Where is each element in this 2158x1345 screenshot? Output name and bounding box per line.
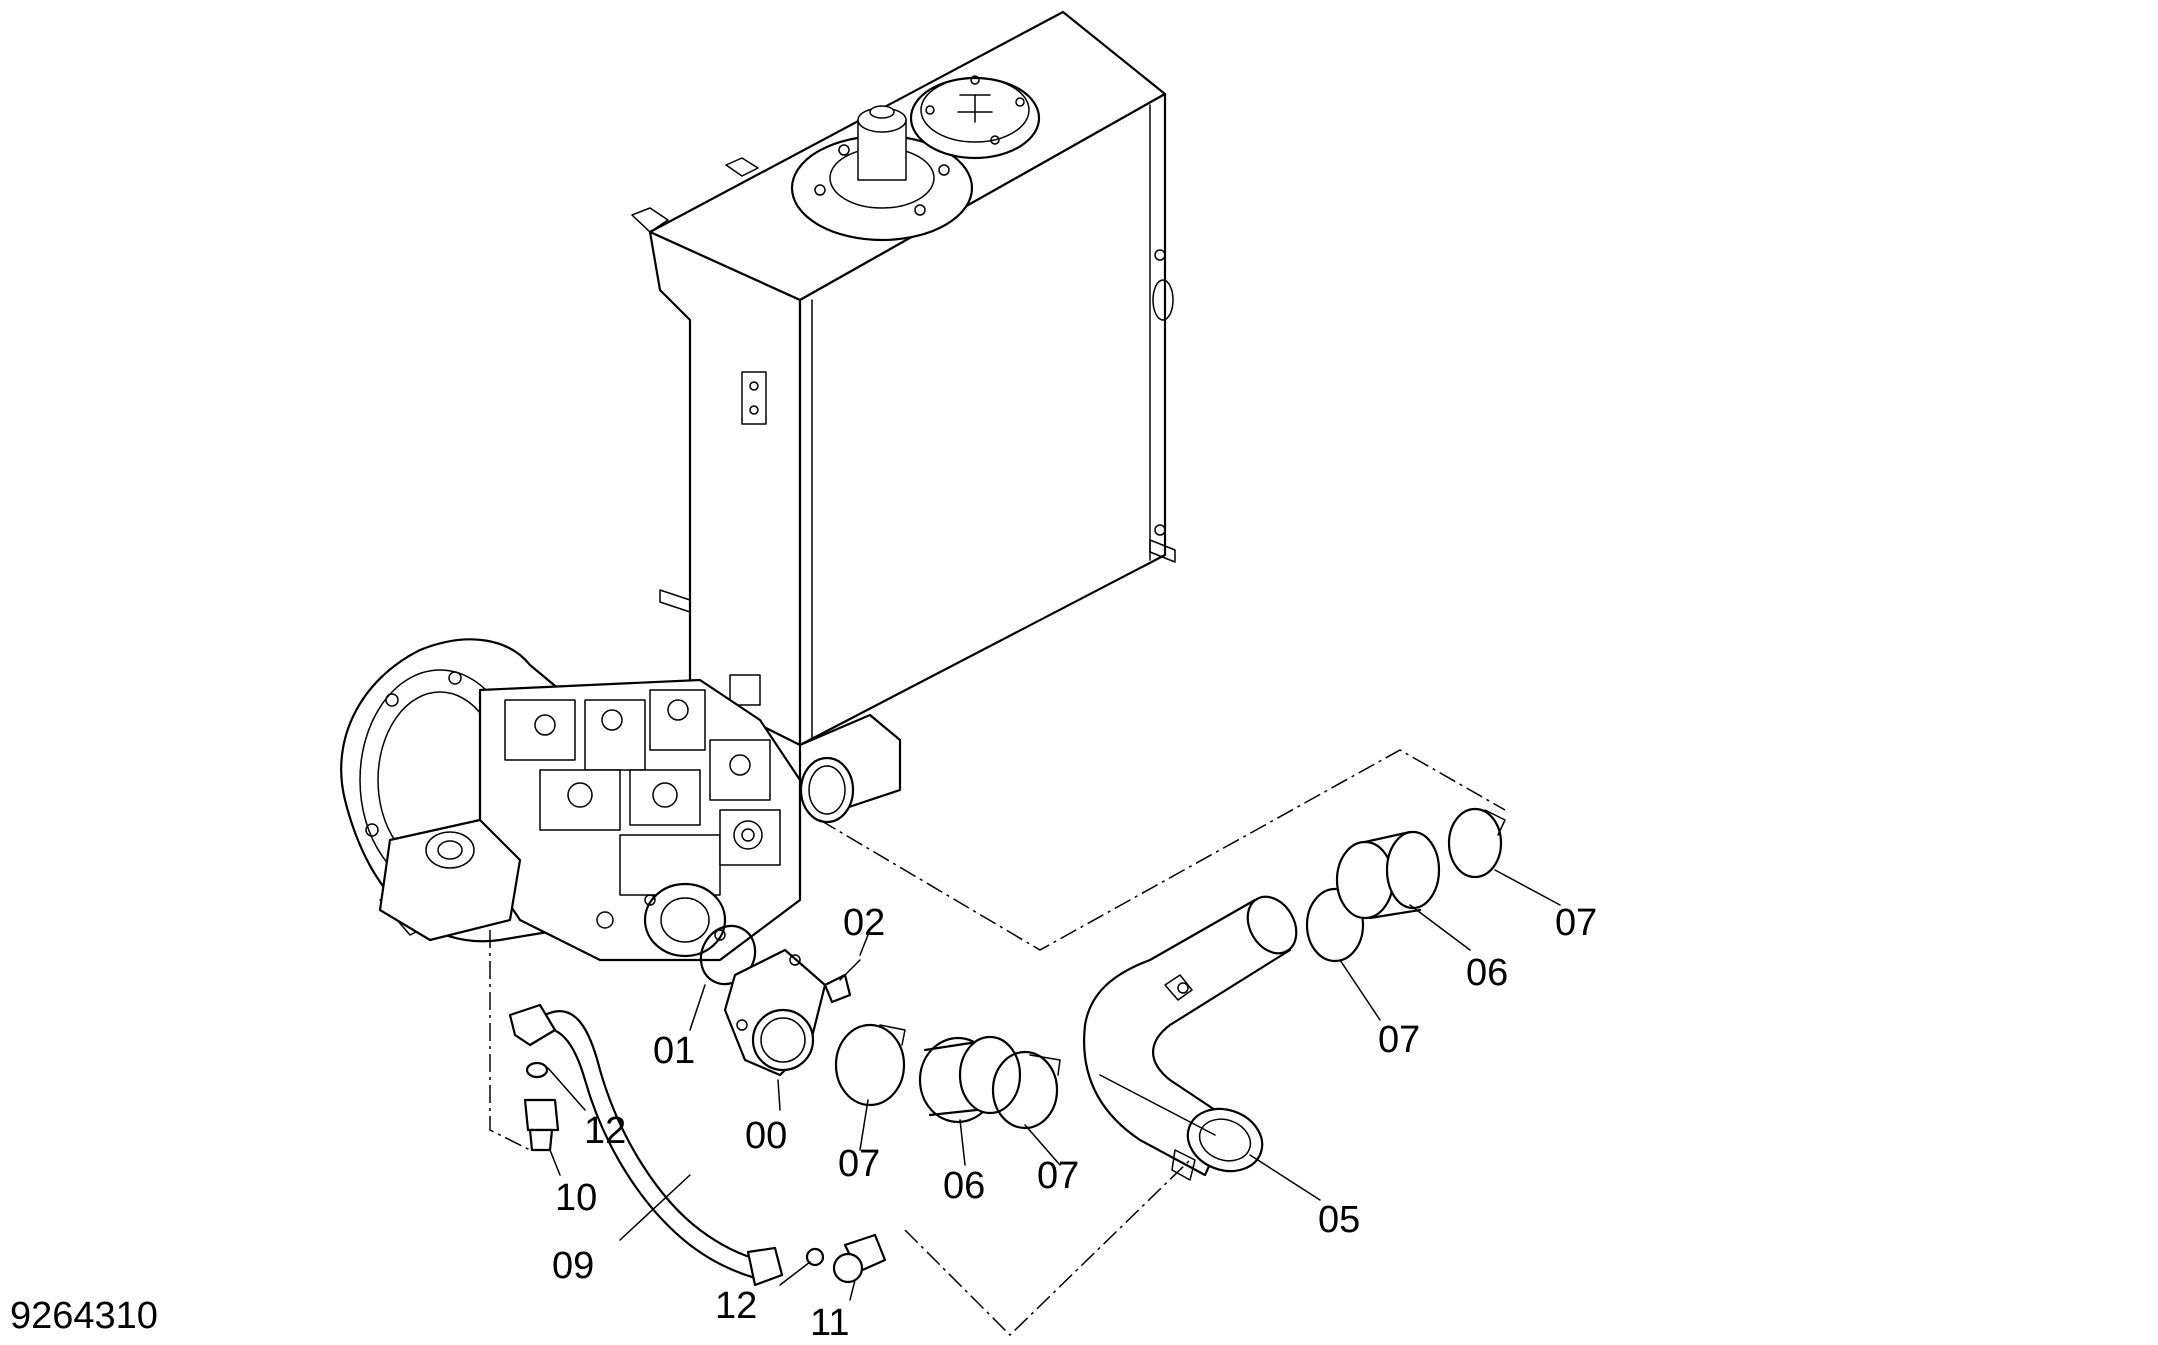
callout-label: 00 (745, 1115, 787, 1157)
hose-clamp-07-4 (1447, 807, 1506, 879)
suction-elbow-00 (723, 948, 827, 1077)
fitting-10 (523, 1098, 560, 1152)
center-line-drain (489, 930, 531, 1151)
callout-label: 02 (843, 902, 885, 944)
drain-hose-09 (508, 1003, 784, 1287)
callout-label: 07 (1037, 1155, 1079, 1197)
hose-clamp-07-2 (991, 1050, 1061, 1130)
callout-label: 01 (653, 1030, 695, 1072)
hose-clamp-07-1 (834, 1023, 906, 1107)
document-number: 9264310 (10, 1295, 158, 1337)
callout-label: 07 (1555, 902, 1597, 944)
callout-label: 09 (552, 1245, 594, 1287)
callout-label: 11 (810, 1302, 849, 1344)
main-pump-assembly (340, 638, 802, 962)
callout-label: 05 (1318, 1199, 1360, 1241)
hose-06-2 (1335, 830, 1441, 920)
callout-label: 06 (943, 1165, 985, 1207)
fitting-11 (832, 1233, 887, 1284)
callout-label: 07 (1378, 1019, 1420, 1061)
hydraulic-tank (631, 10, 1176, 824)
callout-label: 06 (1466, 952, 1508, 994)
callout-label: 10 (555, 1177, 597, 1219)
center-line-pump-tank (819, 749, 1506, 951)
callout-label: 12 (715, 1285, 757, 1327)
o-ring-12-lower (805, 1247, 825, 1267)
center-line-fitting (904, 1159, 1191, 1337)
leader-lines (547, 869, 1561, 1301)
callout-label: 12 (584, 1110, 626, 1152)
bolt-02 (823, 959, 861, 1004)
hose-06-1 (918, 1035, 1022, 1124)
suction-pipe-05 (1083, 895, 1298, 1181)
o-ring-12-upper (525, 1061, 549, 1079)
callout-label: 07 (838, 1143, 880, 1185)
